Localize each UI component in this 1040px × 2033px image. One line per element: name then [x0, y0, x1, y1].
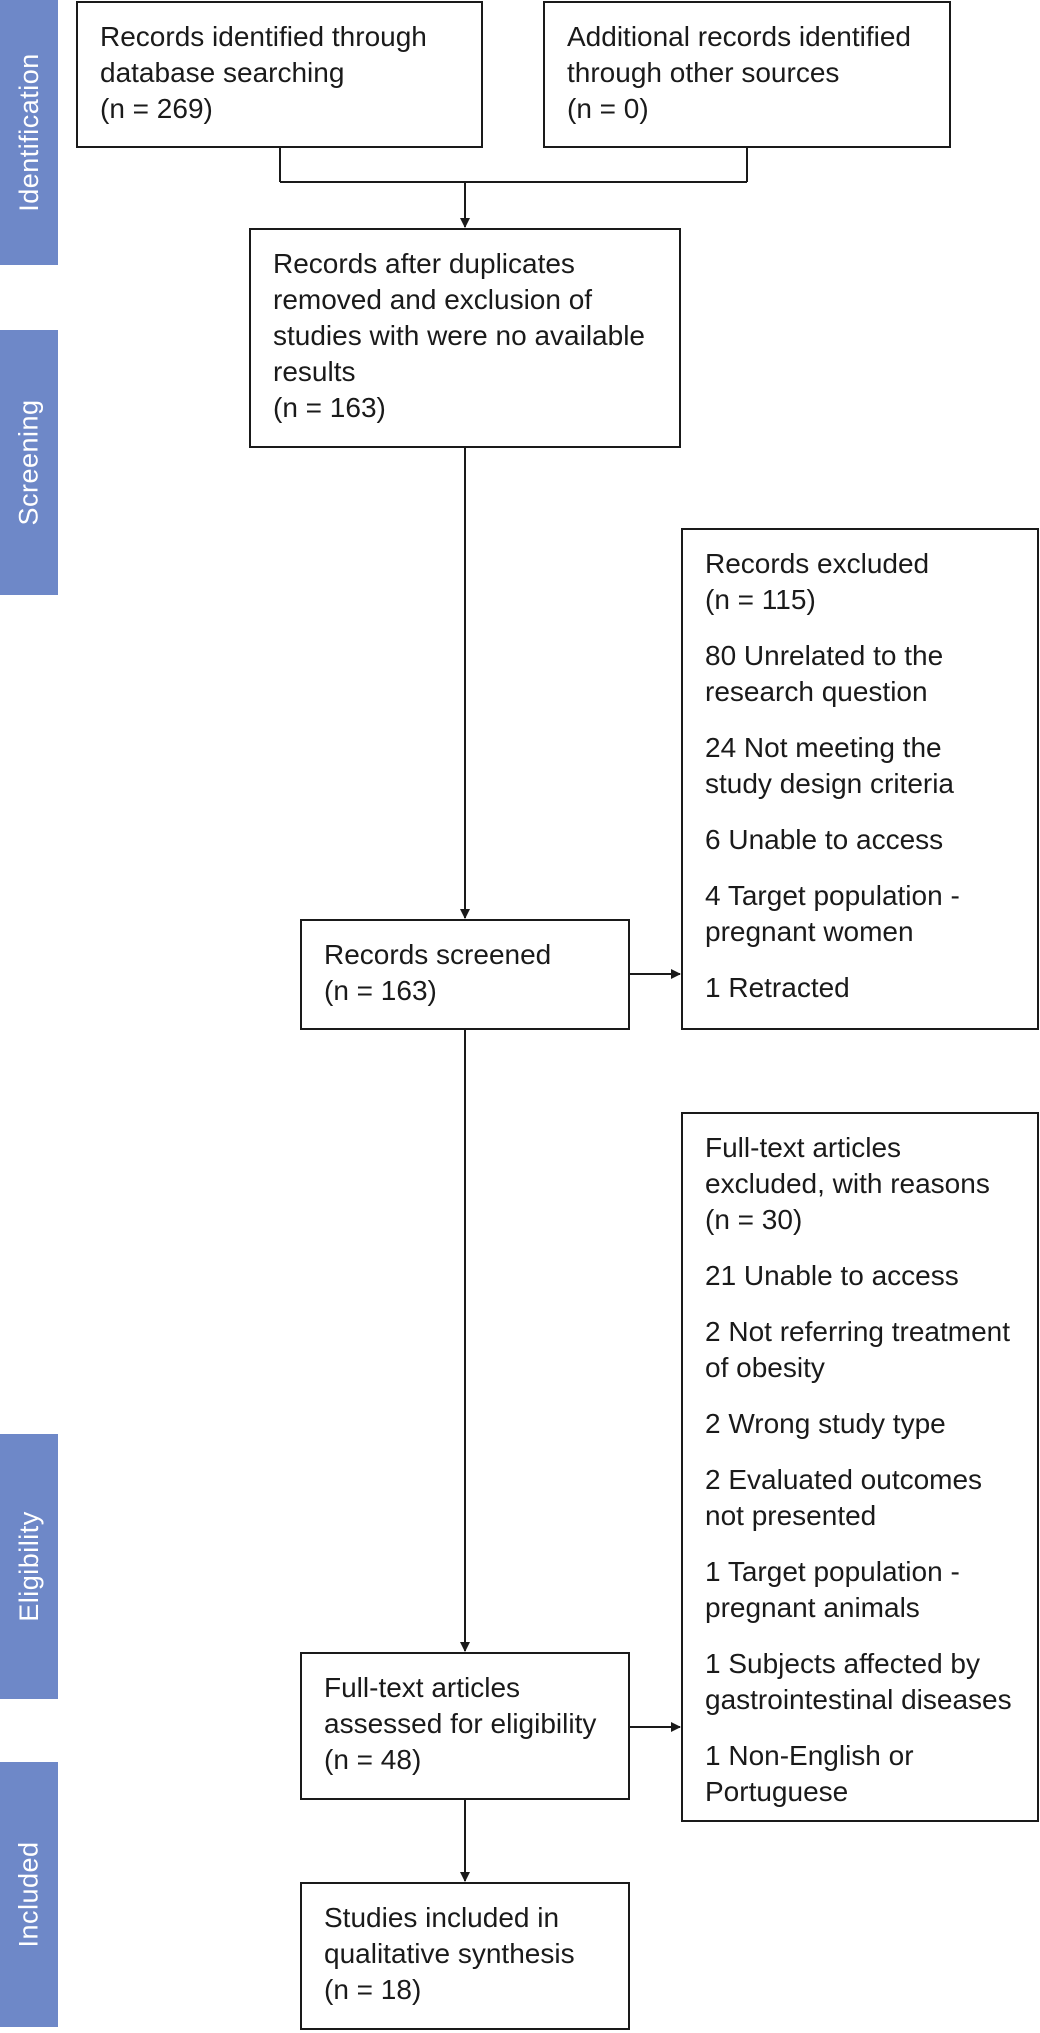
- box-records-screened: Records screened (n = 163): [300, 919, 630, 1030]
- excluded-reason: 80 Unrelated to the research question: [705, 638, 1017, 710]
- box-text-line: Studies included in: [324, 1902, 560, 1933]
- fulltext-excluded-header: Full-text articles excluded, with reason…: [705, 1130, 1017, 1238]
- fulltext-excluded-reason: 2 Evaluated outcomes not presented: [705, 1462, 1017, 1534]
- box-fulltext-assessed: Full-text articles assessed for eligibil…: [300, 1652, 630, 1800]
- box-text-line: Records identified through: [100, 21, 427, 52]
- box-text-line: not presented: [705, 1500, 877, 1531]
- box-text-line: (n = 163): [324, 975, 437, 1006]
- box-text-line: 1 Retracted: [705, 972, 850, 1003]
- fulltext-excluded-reason: 2 Wrong study type: [705, 1406, 1017, 1442]
- box-after-duplicates: Records after duplicates removed and exc…: [249, 228, 681, 448]
- box-text-line: (n = 115): [705, 584, 816, 615]
- box-text-line: 80 Unrelated to the: [705, 640, 944, 671]
- box-text-line: studies with were no available: [273, 320, 645, 351]
- box-text-line: 2 Wrong study type: [705, 1408, 946, 1439]
- box-text-line: assessed for eligibility: [324, 1708, 597, 1739]
- box-text-line: removed and exclusion of: [273, 284, 593, 315]
- box-fulltext-excluded: Full-text articles excluded, with reason…: [681, 1112, 1039, 1822]
- box-text-line: of obesity: [705, 1352, 825, 1383]
- box-text-line: Records excluded: [705, 548, 930, 579]
- box-text-line: (n = 30): [705, 1204, 803, 1235]
- box-text-line: through other sources: [567, 57, 840, 88]
- box-text-line: Portuguese: [705, 1776, 849, 1807]
- box-text-line: (n = 18): [324, 1974, 422, 2005]
- phase-band-screening: Screening: [0, 330, 58, 595]
- box-text-line: 6 Unable to access: [705, 824, 944, 855]
- box-text-line: research question: [705, 676, 928, 707]
- fulltext-excluded-reason: 1 Subjects affected by gastrointestinal …: [705, 1646, 1017, 1718]
- box-text-line: (n = 48): [324, 1744, 422, 1775]
- box-text-line: study design criteria: [705, 768, 955, 799]
- box-database-searching: Records identified through database sear…: [76, 1, 483, 148]
- fulltext-excluded-reason: 1 Target population - pregnant animals: [705, 1554, 1017, 1626]
- box-records-excluded: Records excluded (n = 115) 80 Unrelated …: [681, 528, 1039, 1030]
- box-text-line: Additional records identified: [567, 21, 911, 52]
- box-text-line: gastrointestinal diseases: [705, 1684, 1012, 1715]
- excluded-reason: 1 Retracted: [705, 970, 1017, 1006]
- box-text-line: 1 Non-English or: [705, 1740, 914, 1771]
- box-other-sources: Additional records identified through ot…: [543, 1, 951, 148]
- box-studies-included: Studies included in qualitative synthesi…: [300, 1882, 630, 2030]
- excluded-reason: 6 Unable to access: [705, 822, 1017, 858]
- box-text-line: pregnant animals: [705, 1592, 920, 1623]
- excluded-reason: 4 Target population - pregnant women: [705, 878, 1017, 950]
- box-text-line: (n = 0): [567, 93, 649, 124]
- phase-band-identification: Identification: [0, 0, 58, 265]
- box-text-line: 1 Target population -: [705, 1556, 960, 1587]
- excluded-reason: 24 Not meeting the study design criteria: [705, 730, 1017, 802]
- phase-band-eligibility: Eligibility: [0, 1434, 58, 1699]
- phase-band-included: Included: [0, 1762, 58, 2027]
- fulltext-excluded-reason: 21 Unable to access: [705, 1258, 1017, 1294]
- box-text-line: (n = 163): [273, 392, 386, 423]
- excluded-header: Records excluded (n = 115): [705, 546, 1017, 618]
- box-text-line: excluded, with reasons: [705, 1168, 990, 1199]
- box-text-line: (n = 269): [100, 93, 213, 124]
- box-text-line: Full-text articles: [705, 1132, 902, 1163]
- fulltext-excluded-reason: 1 Non-English or Portuguese: [705, 1738, 1017, 1810]
- box-text-line: 2 Evaluated outcomes: [705, 1464, 983, 1495]
- box-text-line: 21 Unable to access: [705, 1260, 959, 1291]
- box-text-line: results: [273, 356, 356, 387]
- box-text-line: Records after duplicates: [273, 248, 575, 279]
- box-text-line: Full-text articles: [324, 1672, 521, 1703]
- fulltext-excluded-reason: 2 Not referring treatment of obesity: [705, 1314, 1017, 1386]
- box-text-line: qualitative synthesis: [324, 1938, 575, 1969]
- box-text-line: database searching: [100, 57, 345, 88]
- box-text-line: pregnant women: [705, 916, 914, 947]
- box-text-line: 4 Target population -: [705, 880, 960, 911]
- box-text-line: 24 Not meeting the: [705, 732, 942, 763]
- box-text-line: 2 Not referring treatment: [705, 1316, 1011, 1347]
- box-text-line: Records screened: [324, 939, 552, 970]
- box-text-line: 1 Subjects affected by: [705, 1648, 980, 1679]
